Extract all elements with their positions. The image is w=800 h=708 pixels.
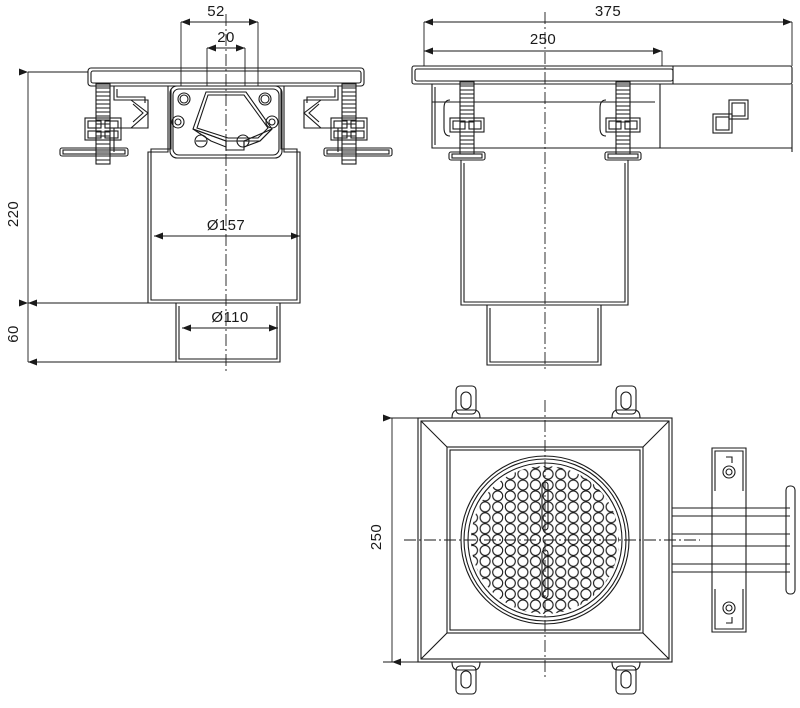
stepped-profile-detail — [712, 99, 749, 134]
drain-body-section — [147, 86, 301, 304]
dimension-label-157: Ø157 — [207, 217, 245, 234]
plan-dimension-lines — [383, 414, 418, 666]
trap-bolt-holes — [171, 92, 279, 148]
dimension-label-20: 20 — [217, 29, 235, 46]
plan-mounting-tab-bottom-left — [451, 661, 481, 695]
elevation-clamp-bolt-left — [443, 81, 486, 161]
plan-view-bottom — [404, 385, 796, 695]
elevation-clamp-bolt-right — [599, 81, 642, 161]
elevation-view-right — [411, 12, 793, 372]
plan-frame-chamfers — [420, 420, 670, 660]
right-wing-bracket — [303, 86, 339, 152]
flange-extension-left — [28, 302, 176, 363]
outlet-spigot-section — [175, 303, 281, 363]
elevation-dimension-lines — [423, 18, 793, 66]
elevation-riser-tube — [460, 160, 629, 306]
section-view-left — [28, 14, 393, 372]
dimension-label-375: 375 — [595, 3, 621, 20]
right-clamp-bolt-assembly — [323, 83, 393, 165]
plan-mounting-tab-top-left — [451, 385, 481, 419]
dimension-label-52: 52 — [207, 3, 225, 20]
dimension-label-250-plan: 250 — [368, 524, 385, 550]
left-wing-bracket — [113, 86, 149, 152]
dimension-label-220: 220 — [5, 201, 22, 227]
dimension-label-250-elevation: 250 — [530, 31, 556, 48]
plan-mounting-tab-top-right — [611, 385, 641, 419]
dimension-label-60: 60 — [5, 325, 22, 343]
plan-side-bracket — [672, 447, 796, 633]
dimension-label-110: Ø110 — [211, 309, 248, 326]
elevation-outlet-spigot — [486, 305, 602, 366]
plan-mounting-tab-bottom-right — [611, 661, 641, 695]
left-clamp-bolt-assembly — [59, 83, 129, 165]
elevation-top-rail — [411, 65, 793, 152]
section-dimension-lines — [19, 18, 300, 366]
